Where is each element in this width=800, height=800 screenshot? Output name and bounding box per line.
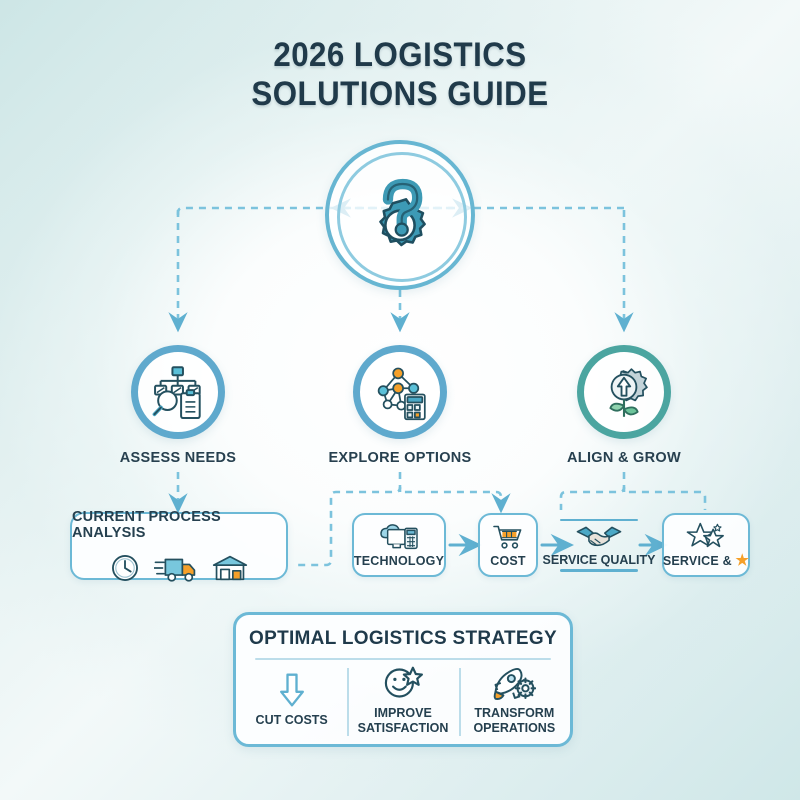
network-calculator-icon [377,367,426,421]
item-service-quality[interactable]: SERVICE QUALITY [543,513,656,577]
node-align-grow[interactable] [577,345,671,439]
warehouse-icon [212,555,248,581]
process-icon-row [108,551,250,585]
panel-divider [255,658,551,660]
node-assess-needs[interactable] [131,345,225,439]
rule-top [560,518,638,521]
chip-technology[interactable]: TECHNOLOGY [352,513,446,577]
chip-label-cost: COST [490,553,526,568]
node-label-explore-options: EXPLORE OPTIONS [328,450,472,466]
panel-label-cut-costs: CUT COSTS [255,713,328,728]
handshake-icon [576,526,622,547]
clock-icon [112,555,138,581]
chip-cost[interactable]: COST [478,513,538,577]
stars-icon [686,522,724,547]
panel-label-improve-satisfaction: IMPROVE SATISFACTION [357,705,449,735]
node-label-assess-needs: ASSESS NEEDS [119,450,237,466]
rocket-gear-icon [493,667,537,700]
hub-inner-ring [337,152,467,282]
panel-item-transform-operations[interactable]: TRANSFORM OPERATIONS [458,660,570,744]
current-process-analysis-title: CURRENT PROCESS ANALYSIS [72,509,221,541]
item-label-service-quality: SERVICE QUALITY [542,553,656,567]
panel-label-transform-operations: TRANSFORM OPERATIONS [473,705,556,735]
panel-item-improve-satisfaction[interactable]: IMPROVE SATISFACTION [347,660,458,744]
chip-label-service-star: SERVICE & ★ [663,551,749,569]
chip-service-star[interactable]: SERVICE & ★ [662,513,750,577]
panel-title: OPTIMAL LOGISTICS STRATEGY [249,628,557,649]
node-explore-options[interactable] [353,345,447,439]
panel-columns: CUT COSTS IMPROVE SATISFACTION [236,660,570,744]
node-label-align-grow: ALIGN & GROW [567,450,681,466]
down-arrow-icon [279,673,304,707]
chip-label-technology: TECHNOLOGY [353,553,445,568]
delivery-truck-icon [154,558,196,582]
current-process-analysis-box[interactable]: CURRENT PROCESS ANALYSIS [70,509,288,582]
panel-item-cut-costs[interactable]: CUT COSTS [236,660,347,744]
page-title: 2026 LOGISTICS SOLUTIONS GUIDE [251,36,549,114]
gear-arrow-leaf-icon [609,368,648,417]
magnifier-chart-clipboard-icon [152,366,201,420]
monitor-cloud-calculator-icon [380,523,418,549]
smiley-star-icon [384,666,423,698]
hub-node[interactable] [325,140,475,290]
rule-bottom [560,569,638,572]
shopping-cart-icon [493,525,522,549]
chip-label-service-star-text: SERVICE & [662,553,732,568]
orange-star-glyph: ★ [735,551,750,569]
optimal-strategy-panel[interactable]: OPTIMAL LOGISTICS STRATEGY CUT COSTS [233,612,573,747]
